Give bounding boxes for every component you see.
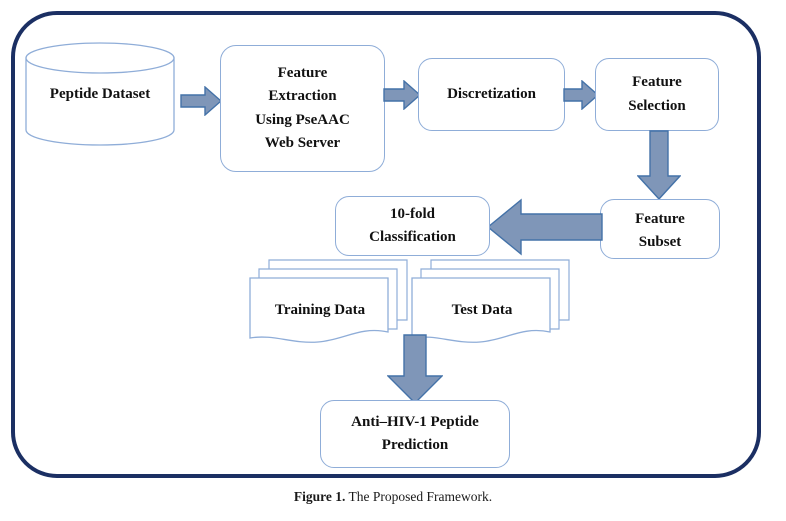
node-feature-extraction-line-1: Feature: [277, 65, 328, 81]
node-training-data-label: Training Data: [274, 301, 366, 318]
diagram-outer-frame: [11, 11, 761, 478]
node-ten-fold-classification[interactable]: 10-fold Classification: [335, 196, 490, 256]
node-feature-subset[interactable]: Feature Subset: [600, 199, 720, 259]
document-stack-shape: [411, 259, 570, 343]
node-feature-selection[interactable]: Feature Selection: [595, 58, 719, 131]
arrow-discretization-to-selection: [563, 80, 599, 110]
node-feature-extraction-line-4: Web Server: [264, 134, 341, 151]
figure-caption-label: Figure 1.: [293, 489, 346, 504]
node-test-data[interactable]: Test Data: [410, 258, 570, 343]
node-prediction-line-1: Anti–HIV-1 Peptide: [351, 413, 479, 430]
node-prediction-line-2: Prediction: [381, 437, 449, 453]
node-feature-selection-line-2: Selection: [628, 97, 686, 114]
node-prediction[interactable]: Anti–HIV-1 Peptide Prediction: [320, 400, 510, 468]
node-feature-subset-line-2: Subset: [638, 234, 682, 251]
node-peptide-dataset[interactable]: Peptide Dataset: [25, 42, 175, 146]
cylinder-shape: [25, 42, 175, 146]
node-test-data-label: Test Data: [451, 301, 513, 318]
document-stack-shape: [249, 259, 408, 343]
figure-caption-text: The Proposed Framework.: [345, 489, 493, 504]
arrow-subset-to-classification: [487, 198, 603, 256]
node-feature-extraction-line-2: Extraction: [268, 88, 337, 105]
arrow-extraction-to-discretization: [383, 80, 421, 110]
node-feature-subset-line-1: Feature: [635, 211, 685, 227]
node-feature-extraction-line-3: Using PseAAC: [255, 111, 350, 128]
node-feature-extraction[interactable]: Feature Extraction Using PseAAC Web Serv…: [220, 45, 385, 172]
node-peptide-dataset-label: Peptide Dataset: [49, 85, 151, 102]
node-feature-selection-line-1: Feature: [632, 74, 682, 91]
node-ten-fold-classification-line-2: Classification: [369, 229, 456, 245]
node-training-data[interactable]: Training Data: [248, 258, 408, 343]
node-discretization[interactable]: Discretization: [418, 58, 565, 131]
arrow-selection-to-subset: [637, 130, 681, 200]
node-discretization-line-1: Discretization: [447, 85, 536, 102]
node-ten-fold-classification-line-1: 10-fold: [390, 205, 435, 222]
arrow-dataset-to-extraction: [180, 86, 222, 116]
figure-caption: Figure 1. The Proposed Framework.: [0, 489, 786, 505]
arrow-data-to-prediction: [387, 334, 443, 404]
